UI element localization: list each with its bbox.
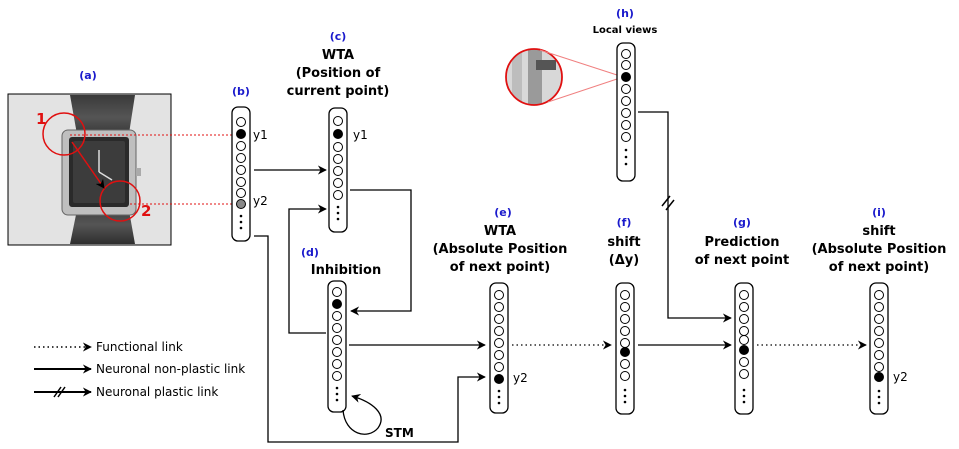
b-y1-label: y1 — [253, 128, 268, 142]
link-b-to-e — [254, 235, 486, 443]
legend-plastic-label: Neuronal plastic link — [96, 385, 218, 399]
panel-c-letter: (c) — [330, 30, 347, 43]
point-1-label: 1 — [36, 110, 46, 128]
panel-i-title-3: of next point) — [829, 260, 929, 275]
legend — [34, 342, 92, 398]
panel-d-letter: (d) — [301, 246, 319, 259]
link-h-to-g — [638, 111, 732, 323]
panel-h-title: Local views — [593, 25, 658, 36]
panel-e-title-3: of next point) — [450, 260, 550, 275]
panel-e-letter: (e) — [494, 206, 512, 219]
link-c-to-d — [350, 189, 412, 316]
panel-h-letter: (h) — [616, 7, 634, 20]
stm-loop — [342, 394, 382, 435]
panel-i-title-1: shift — [862, 224, 895, 239]
point-2-label: 2 — [141, 202, 151, 220]
column-f — [615, 282, 635, 415]
panel-c-title-3: current point) — [287, 84, 390, 99]
c-y1-label: y1 — [353, 128, 368, 142]
legend-non-plastic-label: Neuronal non-plastic link — [96, 362, 245, 376]
panel-i-letter: (i) — [872, 206, 886, 219]
link-d-to-c — [288, 204, 327, 334]
panel-g-letter: (g) — [733, 216, 751, 229]
stm-label: STM — [385, 426, 414, 440]
panel-e-title-2: (Absolute Position — [433, 242, 568, 257]
neuron-secondary — [236, 199, 246, 209]
neuron — [236, 177, 246, 187]
panel-i-title-2: (Absolute Position — [812, 242, 947, 257]
column-i — [869, 282, 889, 415]
panel-c-title-2: (Position of — [296, 66, 381, 81]
panel-b-letter: (b) — [232, 85, 250, 98]
panel-c-title-1: WTA — [322, 48, 354, 63]
e-y2-label: y2 — [513, 371, 528, 385]
legend-functional-label: Functional link — [96, 340, 183, 354]
column-g — [734, 282, 754, 415]
connections — [254, 111, 867, 443]
neuron — [236, 188, 246, 198]
b-y2-label: y2 — [253, 194, 268, 208]
neuron-active — [236, 129, 246, 139]
panel-f-title-2: (Δy) — [609, 253, 639, 268]
plastic-link-mark — [661, 195, 675, 211]
panel-f-letter: (f) — [617, 216, 632, 229]
panel-f-title-1: shift — [607, 235, 640, 250]
panel-g-title-1: Prediction — [704, 235, 779, 250]
neuron — [236, 153, 246, 163]
watch-image — [7, 93, 172, 246]
panel-g-title-2: of next point — [695, 253, 789, 268]
panel-e-title-1: WTA — [484, 224, 516, 239]
neuron — [236, 117, 246, 127]
neuron — [236, 165, 246, 175]
neuron — [236, 141, 246, 151]
column-h — [616, 42, 636, 182]
panel-a-letter: (a) — [79, 69, 96, 82]
column-d — [327, 280, 347, 413]
watch-point-markers — [42, 112, 232, 222]
local-view-zoom — [505, 48, 618, 106]
column-b — [231, 106, 251, 242]
column-e — [489, 282, 509, 414]
column-c — [328, 107, 348, 233]
panel-d-title: Inhibition — [311, 263, 381, 278]
i-y2-label: y2 — [893, 370, 908, 384]
